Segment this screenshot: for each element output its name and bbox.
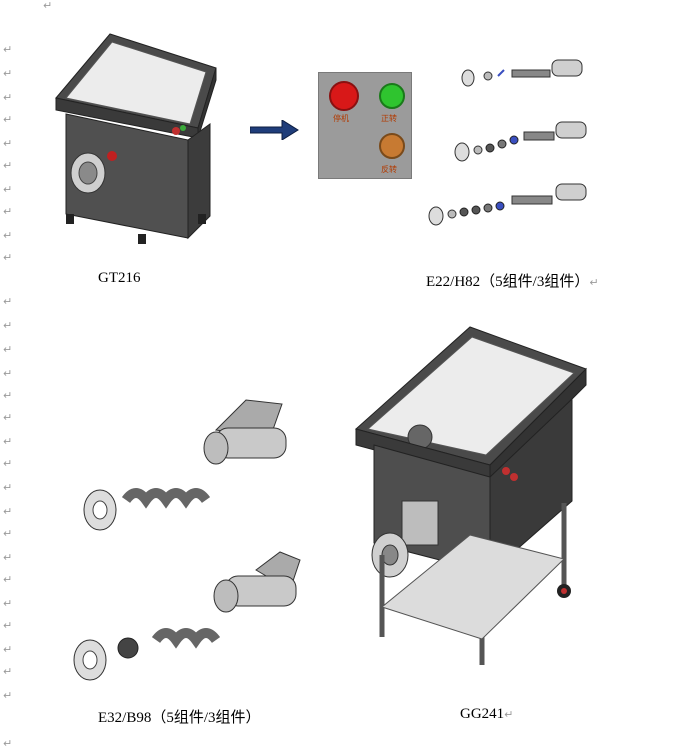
caption-e22-h82: E22/H82（5组件/3组件）↵: [426, 270, 599, 291]
paragraph-mark: ↵: [3, 183, 13, 196]
paragraph-mark: ↵: [3, 665, 13, 678]
e22-h82-parts-image: [428, 59, 587, 226]
forward-button: [379, 83, 405, 109]
paragraph-mark: ↵: [3, 737, 13, 750]
gg241-machine-image: [354, 326, 587, 665]
paragraph-mark: ↵: [3, 389, 13, 402]
paragraph-mark: ↵: [3, 435, 13, 448]
reverse-button: [379, 133, 405, 159]
paragraph-mark: ↵: [3, 551, 13, 564]
control-panel: 停机 正转 反转: [318, 72, 412, 179]
caption-e32-b98: E32/B98（5组件/3组件）: [98, 710, 261, 726]
paragraph-mark: ↵: [3, 505, 13, 518]
paragraph-mark: ↵: [3, 43, 13, 56]
paragraph-mark: ↵: [3, 527, 13, 540]
paragraph-mark: ↵: [3, 137, 13, 150]
return-mark: ↵: [589, 276, 599, 289]
paragraph-mark: ↵: [3, 573, 13, 586]
paragraph-mark: ↵: [3, 91, 13, 104]
paragraph-mark: ↵: [3, 597, 13, 610]
paragraph-mark: ↵: [3, 319, 13, 332]
paragraph-mark: ↵: [3, 295, 13, 308]
paragraph-mark: ↵: [3, 411, 13, 424]
paragraph-mark: ↵: [3, 343, 13, 356]
paragraph-mark: ↵: [3, 159, 13, 172]
reverse-button-label: 反转: [381, 165, 397, 174]
caption-e22-h82-text: E22/H82（5组件/3组件）: [426, 274, 590, 290]
paragraph-mark: ↵: [3, 251, 13, 264]
gt216-machine-image: [55, 33, 217, 244]
paragraph-mark: ↵: [3, 67, 13, 80]
paragraph-mark: ↵: [3, 689, 13, 702]
paragraph-mark: ↵: [3, 619, 13, 632]
paragraph-mark: ↵: [3, 457, 13, 470]
paragraph-mark: ↵: [3, 367, 13, 380]
forward-button-label: 正转: [381, 114, 397, 123]
e32-b98-parts-image: [73, 399, 301, 681]
paragraph-mark: ↵: [3, 643, 13, 656]
return-mark: ↵: [504, 708, 514, 721]
caption-gg241: GG241↵: [460, 706, 513, 723]
page-top-mark: ↵: [43, 0, 53, 12]
stop-button-label: 停机: [333, 114, 349, 123]
paragraph-mark: ↵: [3, 481, 13, 494]
paragraph-mark: ↵: [3, 229, 13, 242]
paragraph-mark: ↵: [3, 205, 13, 218]
paragraph-mark: ↵: [3, 113, 13, 126]
caption-gt216: GT216: [98, 270, 141, 286]
arrow-right-icon: [250, 120, 299, 140]
caption-gg241-text: GG241: [460, 706, 505, 722]
stop-button: [329, 81, 359, 111]
